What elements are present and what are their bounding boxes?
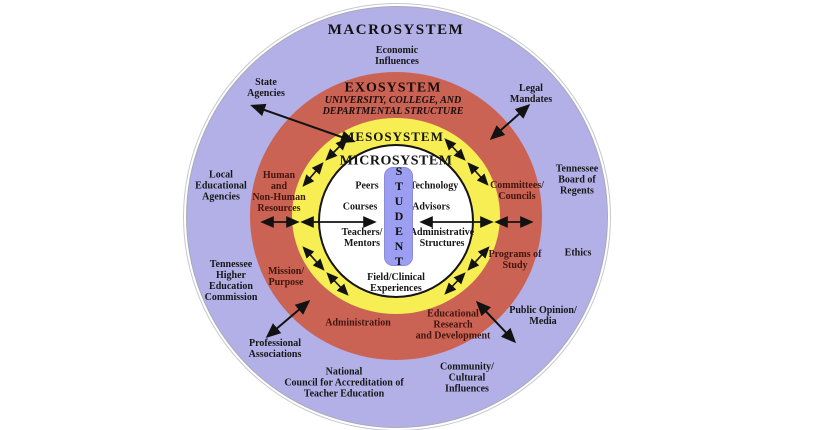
label-state-agencies: State Agencies	[247, 77, 285, 99]
mesosystem-title: MESOSYSTEM	[342, 129, 444, 144]
label-technology: Technology	[409, 180, 459, 192]
label-mission-purpose: Mission/ Purpose	[267, 266, 305, 288]
label-field-clinical-experiences: Field/Clinical Experiences	[367, 272, 425, 294]
label-programs-of-study: Programs of Study	[488, 249, 542, 271]
label-community-cultural-influences: Community/ Cultural Influences	[440, 361, 494, 395]
microsystem-title: MICROSYSTEM	[339, 153, 453, 169]
label-advisors: Advisors	[412, 201, 450, 213]
label-committees-councils: Committees/ Councils	[490, 180, 544, 202]
label-legal-mandates: Legal Mandates	[509, 83, 553, 105]
label-teachers-mentors: Teachers/ Mentors	[341, 227, 383, 249]
label-peers: Peers	[355, 180, 379, 192]
exosystem-title: EXOSYSTEM	[344, 80, 442, 96]
student-label: STUDENT	[392, 164, 406, 269]
label-human-and-non-human-resources: Human and Non-Human Resources	[252, 170, 306, 214]
label-courses: Courses	[342, 201, 378, 213]
label-ncate: National Council for Accreditation of Te…	[284, 366, 404, 400]
label-economic-influences: Economic Influences	[375, 45, 419, 67]
label-educational-research-and-development: Educational Research and Development	[415, 308, 491, 342]
student-box: STUDENT	[384, 164, 413, 269]
label-public-opinion-media: Public Opinion/ Media	[509, 305, 577, 327]
label-tennessee-higher-education-commission: Tennessee Higher Education Commission	[204, 259, 258, 303]
label-ethics: Ethics	[564, 247, 592, 259]
label-local-educational-agencies: Local Educational Agencies	[195, 169, 247, 203]
label-administrative-structures: Administrative Structures	[409, 227, 475, 249]
macrosystem-title: MACROSYSTEM	[327, 22, 465, 38]
label-tennessee-board-of-regents: Tennessee Board of Regents	[555, 163, 599, 197]
label-administration: Administration	[325, 317, 391, 329]
exosystem-subtitle: UNIVERSITY, COLLEGE, AND DEPARTMENTAL ST…	[322, 95, 464, 117]
label-professional-associations: Professional Associations	[248, 338, 302, 360]
